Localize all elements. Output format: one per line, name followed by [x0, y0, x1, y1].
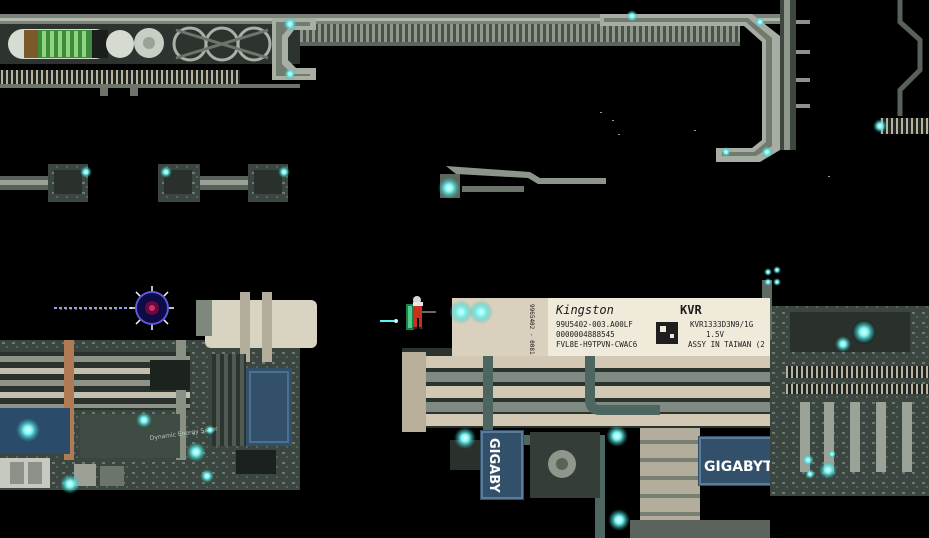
- floating-platform-2: [158, 164, 288, 202]
- inductor-coil-icon: [8, 29, 110, 59]
- gigabyte-vertical-label: GIGABY: [486, 438, 501, 493]
- ram-revision: FVL8E-H9TPVN-CWAC6: [556, 340, 638, 349]
- ram-stick: Kingston KVR 99U5402-003.A00LF 000000488…: [452, 298, 770, 356]
- ram-part-number: 99U5402-003.A00LF: [556, 320, 633, 329]
- motherboard-left: Dynamic Energy Saver: [0, 292, 317, 490]
- pipe-bend-right: [600, 0, 810, 162]
- circuit-trace-top-right: [880, 0, 929, 134]
- pipe-bracket-left: [272, 18, 316, 80]
- ram-assembly: ASSY IN TAIWAN (2: [688, 340, 765, 349]
- ram-edge-code: 9965402 - 0081: [528, 304, 535, 355]
- capacitors: [106, 26, 272, 62]
- circuit-block-right: [762, 280, 929, 496]
- motherboard-right: [402, 346, 782, 538]
- ram-serial: 0000004888545: [556, 330, 615, 339]
- ram-brand: Kingston: [555, 303, 614, 317]
- heatsink-gigabyte-vertical: GIGABY: [480, 430, 524, 500]
- particles: [600, 112, 830, 177]
- spiked-mine-enemy-icon: [54, 286, 174, 330]
- glow-lights: [16, 10, 887, 531]
- floating-platform-1: [0, 164, 88, 202]
- floating-bracket-center: [440, 166, 606, 198]
- gigabyte-main-label: GIGABYTE: [704, 459, 782, 475]
- ram-spec: KVR1333D3N9/1G: [690, 320, 754, 329]
- ram-model: KVR: [680, 303, 702, 317]
- knight-player-icon: [380, 296, 436, 330]
- ram-voltage: 1.5V: [706, 330, 725, 339]
